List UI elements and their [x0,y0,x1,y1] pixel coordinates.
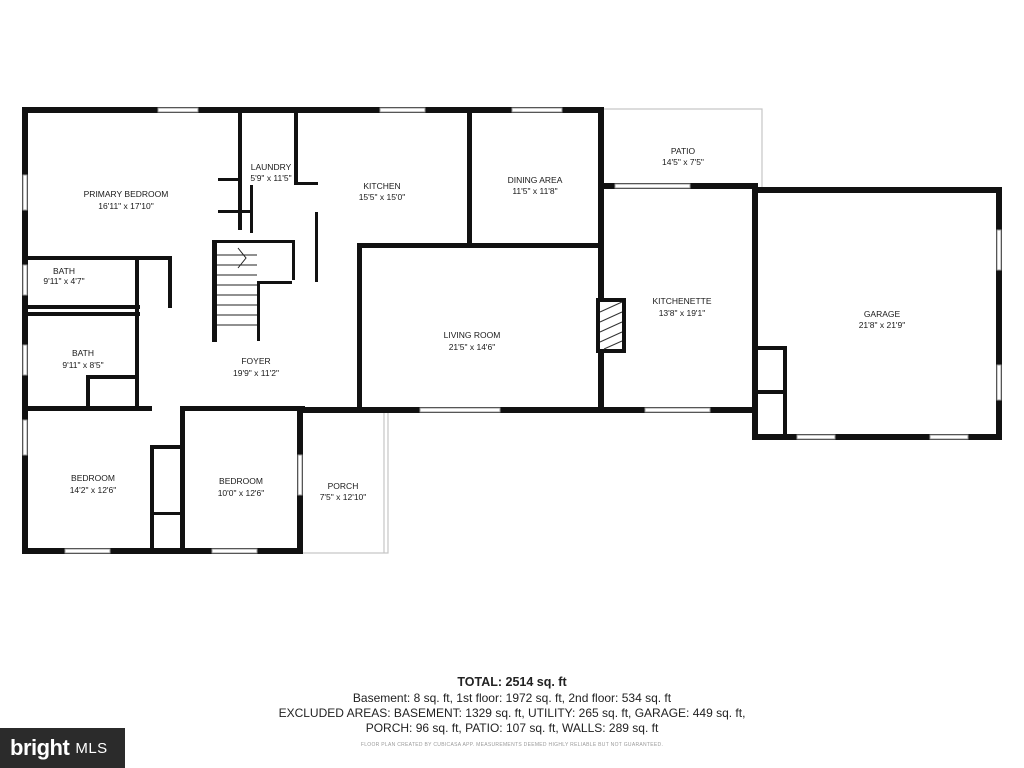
room-dimension: 9'11" x 8'5" [62,360,103,370]
room-name: LIVING ROOM [444,330,501,340]
room-name: PORCH [328,481,359,491]
room-dimension: 5'9" x 11'5" [250,173,291,183]
staircase [217,247,257,326]
room-porch: PORCH 7'5" x 12'10" [320,481,367,502]
logo-suffix: MLS [75,739,108,757]
room-foyer: FOYER 19'9" x 11'2" [233,356,279,378]
room-dimension: 19'9" x 11'2" [233,368,279,378]
patio-outline [603,108,763,190]
room-dimension: 21'5" x 14'6" [449,342,496,352]
room-name: LAUNDRY [251,162,292,172]
room-dimension: 13'8" x 19'1" [659,308,706,318]
room-dimension: 7'5" x 12'10" [320,492,367,502]
logo-brand: bright [10,735,70,760]
room-dining-area: DINING AREA 11'5" x 11'8" [508,175,563,196]
room-name: BATH [72,348,94,358]
room-name: PRIMARY BEDROOM [84,189,169,199]
room-garage: GARAGE 21'8" x 21'9" [859,309,906,330]
room-bedroom-1: BEDROOM 14'2" x 12'6" [70,473,117,495]
room-dimension: 16'11" x 17'10" [98,201,153,211]
room-patio: PATIO 14'5" x 7'5" [662,146,704,167]
room-name: PATIO [671,146,696,156]
room-dimension: 11'5" x 11'8" [512,186,557,196]
windows [22,107,1002,554]
room-name: GARAGE [864,309,901,319]
room-bath-2: BATH 9'11" x 8'5" [62,348,103,370]
room-name: FOYER [241,356,270,366]
room-name: BATH [53,266,75,276]
room-primary-bedroom: PRIMARY BEDROOM 16'11" x 17'10" [84,189,169,211]
total-area: TOTAL: 2514 sq. ft [457,675,567,689]
room-dimension: 15'5" x 15'0" [359,192,406,202]
room-dimension: 9'11" x 4'7" [43,276,84,286]
area-summary: TOTAL: 2514 sq. ft Basement: 8 sq. ft, 1… [0,675,1024,748]
room-name: DINING AREA [508,175,563,185]
area-breakdown-line-1: Basement: 8 sq. ft, 1st floor: 1972 sq. … [352,691,672,705]
room-name: BEDROOM [219,476,263,486]
bright-mls-logo: bright MLS [0,728,125,768]
room-name: BEDROOM [71,473,115,483]
area-breakdown-line-2: EXCLUDED AREAS: BASEMENT: 1329 sq. ft, U… [278,706,746,720]
room-name: KITCHEN [363,181,400,191]
room-kitchenette: KITCHENETTE 13'8" x 19'1" [652,296,711,318]
room-dimension: 14'5" x 7'5" [662,157,704,167]
room-bedroom-2: BEDROOM 10'0" x 12'6" [218,476,265,498]
room-dimension: 21'8" x 21'9" [859,320,906,330]
room-name: KITCHENETTE [652,296,711,306]
room-kitchen: KITCHEN 15'5" x 15'0" [359,181,406,202]
fireplace [599,301,623,350]
room-living-room: LIVING ROOM 21'5" x 14'6" [444,330,501,352]
room-dimension: 14'2" x 12'6" [70,485,117,495]
disclaimer: FLOOR PLAN CREATED BY CUBICASA APP. MEAS… [360,742,664,748]
room-dimension: 10'0" x 12'6" [218,488,265,498]
interior-walls [22,110,787,554]
area-breakdown-line-3: PORCH: 96 sq. ft, PATIO: 107 sq. ft, WAL… [365,721,659,735]
room-laundry: LAUNDRY 5'9" x 11'5" [250,162,291,183]
room-bath-1: BATH 9'11" x 4'7" [43,266,84,286]
